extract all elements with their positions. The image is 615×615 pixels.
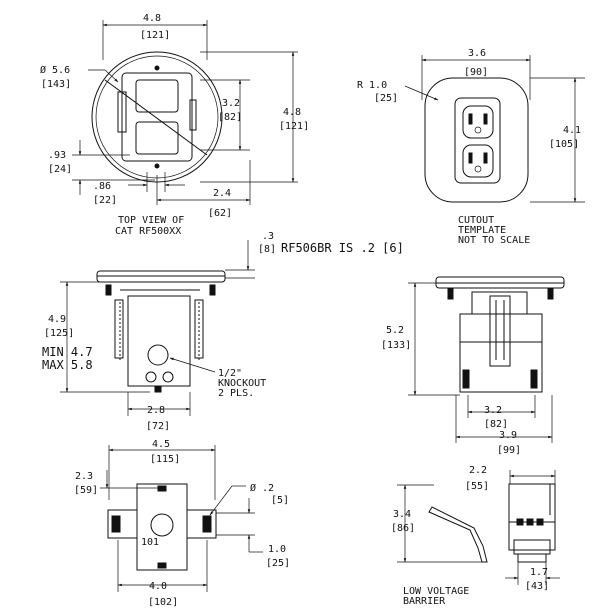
outlet-lower [135,121,179,155]
slot-mm: [22] [93,195,117,206]
front-outer-w-in: 3.9 [499,430,517,441]
bottom-ear-right [186,509,217,539]
inner-h-mm: [82] [218,112,242,123]
outlet-upper [135,79,179,113]
bot-left-in: 2.3 [75,471,93,482]
bar-h-in: 3.4 [393,509,411,520]
side-min: MIN 4.7 [42,345,93,359]
dia-mm: [143] [41,79,71,90]
slot-in: .86 [93,181,111,192]
cut-caption-3: NOT TO SCALE [458,235,530,246]
front-view: 5.2 [133] 3.2 [82] 3.9 [99] [381,276,565,456]
side-box [127,295,191,387]
cut-h-mm: [105] [549,139,579,150]
screw-top [154,65,160,71]
low-voltage-barrier: 3.4 [86] 2.2 [55] 1.7 [43] LOW VOLTAGE B… [391,465,560,607]
bot-left-mm: [59] [74,485,98,496]
top-width-in: 4.8 [143,13,161,24]
bottom-knockout [150,513,174,537]
hole-mm: [5] [271,495,289,506]
bot-w-in: 4.0 [149,581,167,592]
bottom-ear-left [107,509,138,539]
edge-in: .93 [48,150,66,161]
note-text: RF506BR IS .2 [6] [281,241,404,255]
top-caption-2: CAT RF500XX [115,226,181,237]
top-width-mm: [121] [140,30,170,41]
inner-h-in: 3.2 [222,98,240,109]
barrier-profile [428,506,488,563]
cut-w-mm: [90] [464,67,488,78]
off-in: 2.4 [213,188,231,199]
radius-mm: [25] [374,93,398,104]
outer-h-mm: [121] [279,121,309,132]
edge-mm: [24] [48,164,72,175]
knockout-2: KNOCKOUT [218,378,266,389]
front-outer-w-mm: [99] [497,445,521,456]
bar-w-in: 2.2 [469,465,487,476]
side-h-mm: [125] [44,328,74,339]
thickness-note: .3 [8] RF506BR IS .2 [6] [225,231,404,279]
cutout-outline [424,77,529,203]
bottom-view: 4.5 [115] 101 2.3 [59] Ø .2 [5] 1.0 [25]… [74,439,290,608]
front-inner-w-mm: [82] [484,419,508,430]
hole-label: Ø .2 [250,482,274,494]
off-mm: [62] [208,208,232,219]
bar-h-mm: [86] [391,523,415,534]
bot-w-mm: [102] [148,597,178,608]
dia-label: Ø 5.6 [40,64,70,76]
box-mark: 101 [141,537,159,548]
front-box [459,313,543,393]
radius-label: R 1.0 [357,80,387,91]
gap-in: 1.0 [268,544,286,555]
cut-caption-2: TEMPLATE [458,225,506,236]
side-w-in: 2.8 [147,405,165,416]
knockout-1: 1/2" [218,368,242,379]
thick-in: .3 [262,231,274,242]
top-caption-1: TOP VIEW OF [118,215,184,226]
cutout-template: 3.6 [90] R 1.0 [25] 4.1 [105] CUTOUT TEM… [357,48,585,246]
receptacle-face [454,97,501,184]
bot-top-w-mm: [115] [150,454,180,465]
gap-mm: [25] [266,558,290,569]
side-knockout [147,344,169,366]
cover-circle-inner [95,55,219,179]
bar-caption-2: BARRIER [403,596,446,607]
cut-h-in: 4.1 [563,125,581,136]
cut-caption-1: CUTOUT [458,215,494,226]
barrier-plate [508,483,556,551]
cover-circle [91,51,223,183]
top-view: 4.8 [121] Ø 5.6 [143] 3.2 [82] 4.8 [121] [40,13,309,237]
side-view: 4.9 [125] MIN 4.7 MAX 5.8 1/2" KNOCKOUT … [42,270,266,432]
side-max: MAX 5.8 [42,358,93,372]
front-inner-w-in: 3.2 [484,405,502,416]
top-plate [121,72,193,162]
bar-base-mm: [43] [525,581,549,592]
side-h-in: 4.9 [48,314,66,325]
bar-w-mm: [55] [465,481,489,492]
bar-caption-1: LOW VOLTAGE [403,586,469,597]
thick-mm: [8] [258,244,276,255]
screw-bottom [154,163,160,169]
bottom-box [136,483,188,571]
side-w-mm: [72] [146,421,170,432]
front-h-in: 5.2 [386,325,404,336]
front-h-mm: [133] [381,340,411,351]
bar-base-in: 1.7 [530,567,548,578]
outer-h-in: 4.8 [283,107,301,118]
knockout-3: 2 PLS. [218,388,254,399]
bot-top-w-in: 4.5 [152,439,170,450]
cut-w-in: 3.6 [468,48,486,59]
